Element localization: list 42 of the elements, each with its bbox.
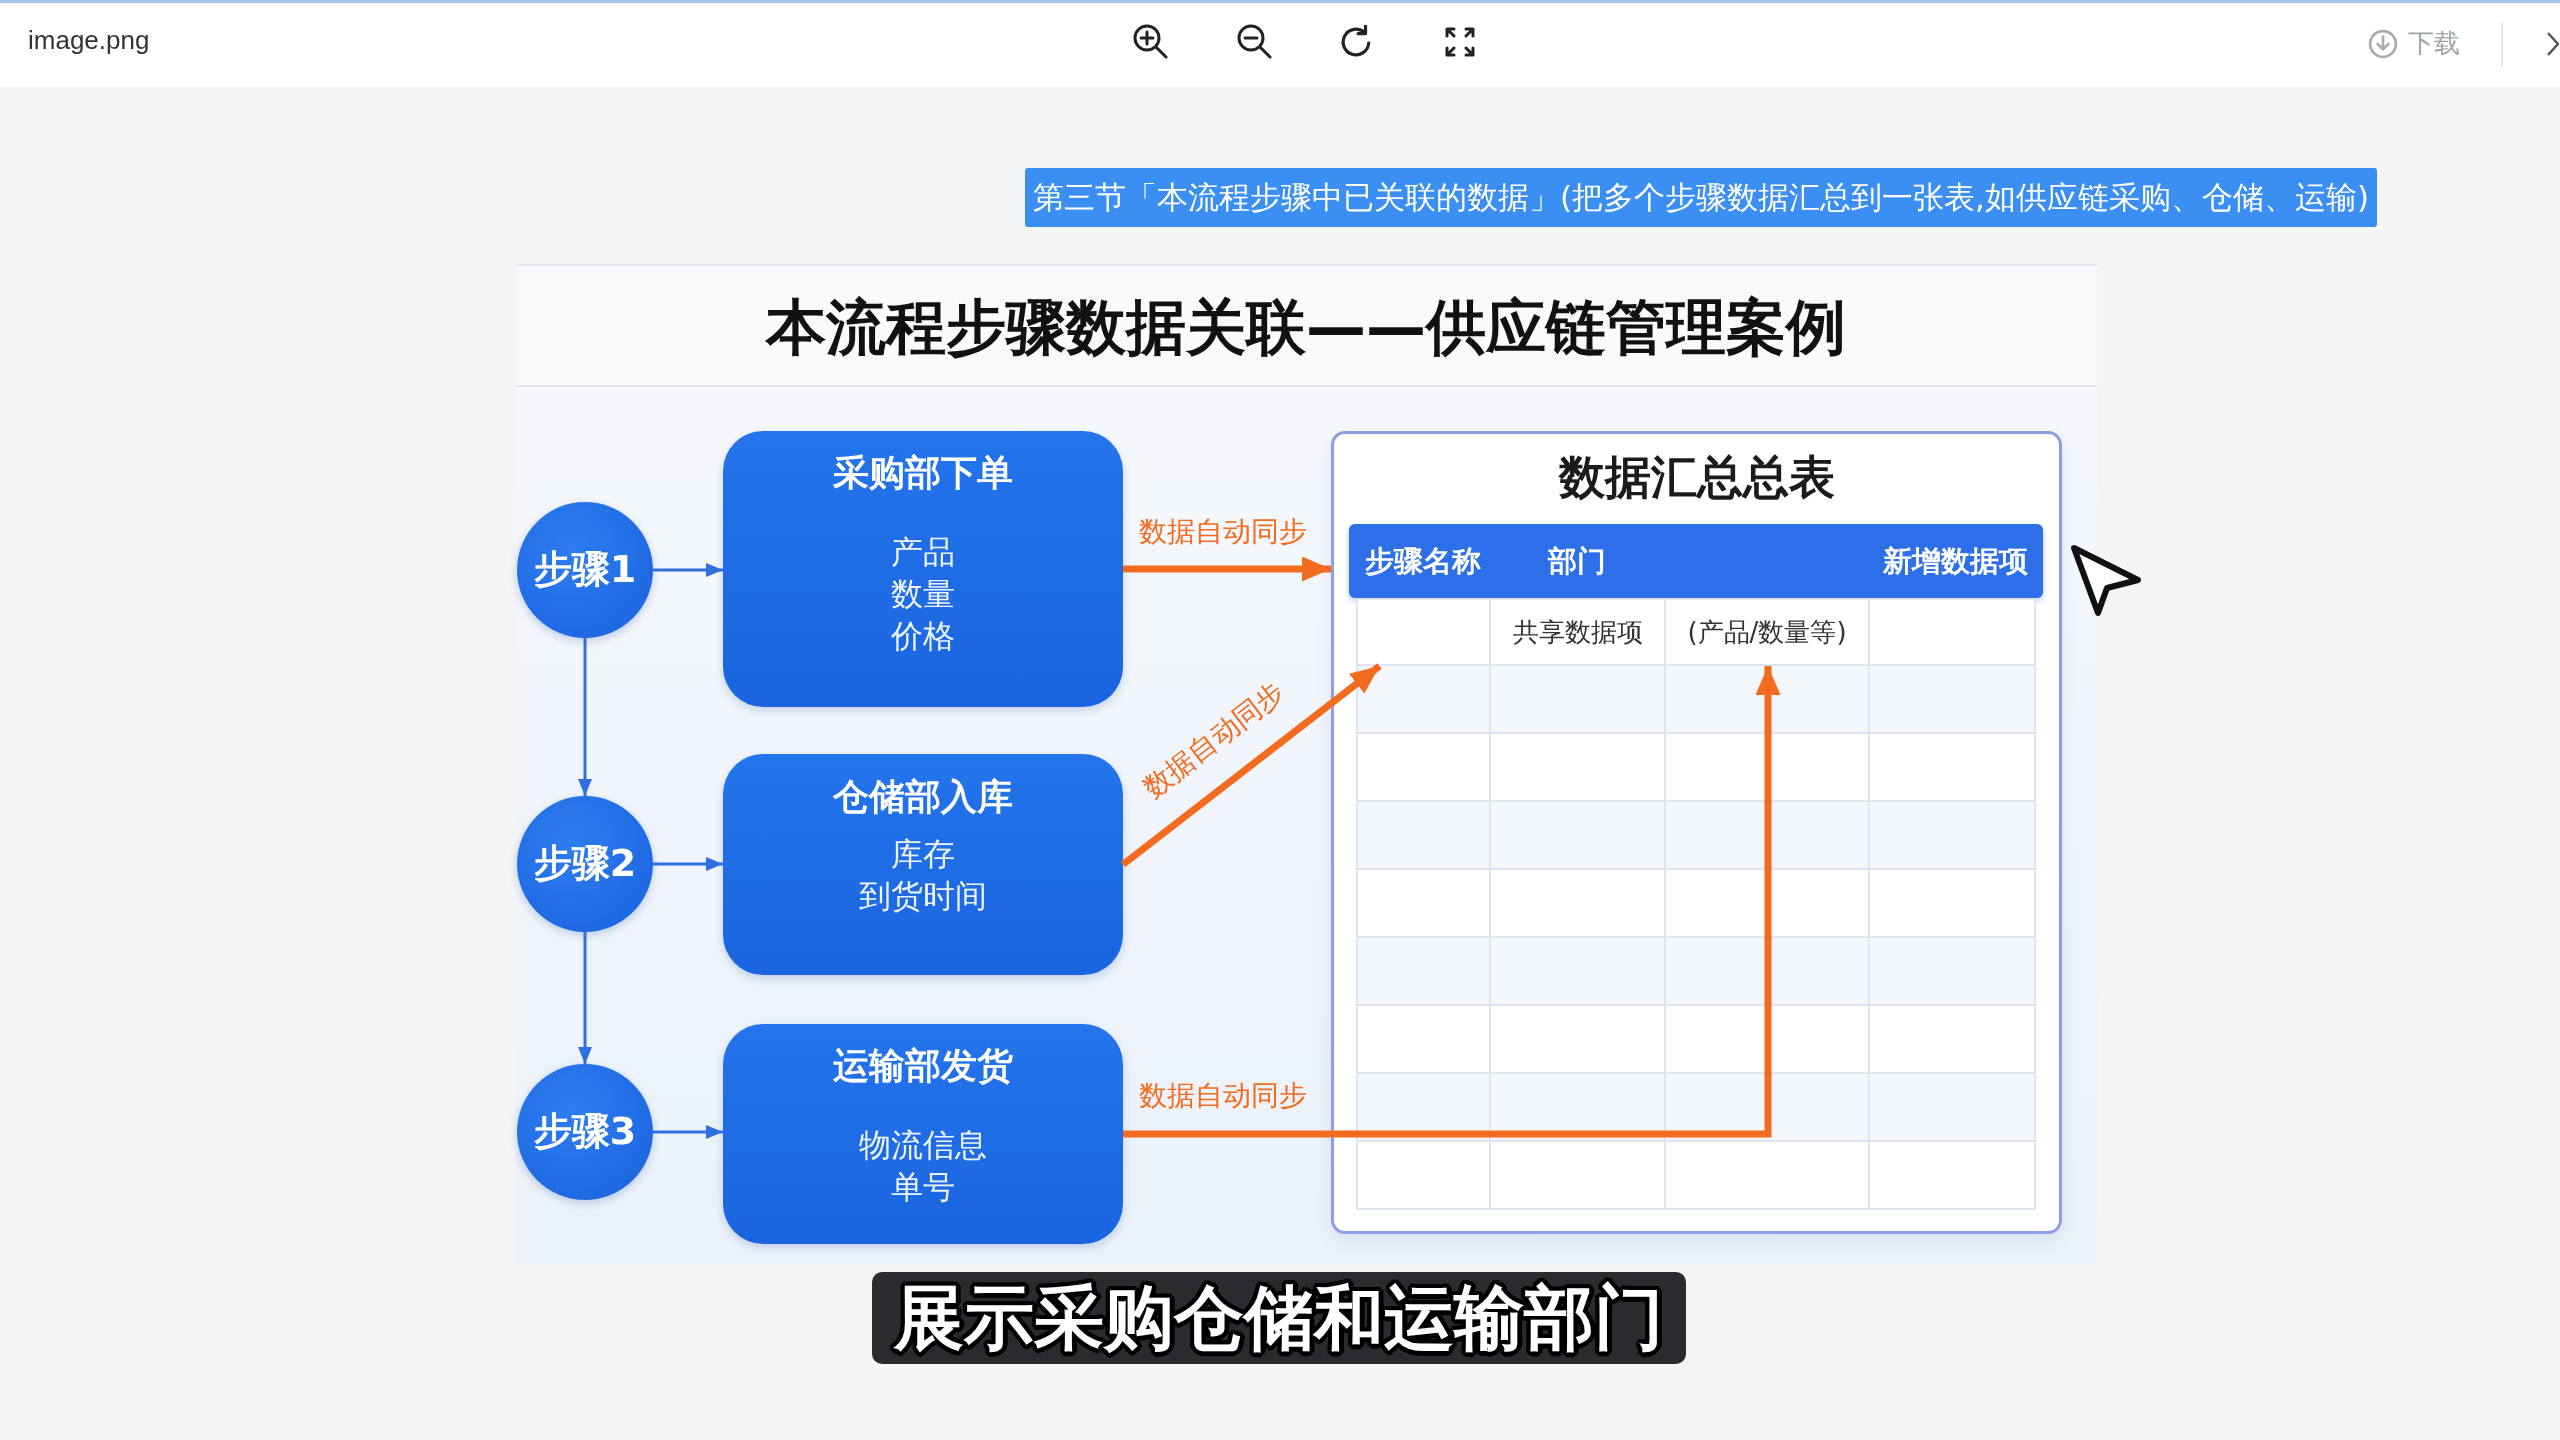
arrow [578, 932, 592, 1064]
arrow [653, 563, 723, 577]
edge-label: 数据自动同步 [1139, 1079, 1307, 1113]
arrow [653, 1125, 723, 1139]
table-cell [1666, 598, 1870, 666]
table-title: 数据汇总总表 [1558, 450, 1835, 506]
list-item: 价格 [891, 616, 955, 656]
column-header: 步骤名称 [1365, 543, 1481, 579]
step-label: 步骤3 [533, 1109, 637, 1155]
list-item: 到货时间 [859, 876, 987, 916]
arrow [1123, 557, 1331, 581]
process-box [723, 754, 1123, 975]
process-box [723, 431, 1123, 707]
arrow [578, 638, 592, 796]
table-panel [1331, 431, 2062, 1234]
box-title: 运输部发货 [833, 1044, 1013, 1088]
header-row [1349, 524, 2043, 598]
box-title: 采购部下单 [833, 451, 1013, 495]
step-label: 步骤1 [533, 547, 637, 593]
list-item: 数量 [891, 574, 955, 614]
table-cell [1356, 598, 1491, 666]
arrow [653, 857, 723, 871]
cell-text: 共享数据项 [1512, 617, 1643, 649]
column-header: 新增数据项 [1883, 543, 2028, 579]
file-name: image.png [28, 25, 150, 57]
download-label: 下载 [2408, 28, 2460, 60]
subtitle-text: 展示采购仓储和运输部门 [872, 1272, 1686, 1364]
cell-text: (产品/数量等) [1687, 617, 1847, 649]
arrow [1120, 663, 1382, 868]
list-item: 产品 [891, 532, 955, 572]
caption-banner: 第三节「本流程步骤中已关联的数据」(把多个步骤数据汇总到一张表,如供应链采购、仓储、运输) [1024, 168, 2377, 227]
edge-label: 数据自动同步 [1137, 675, 1291, 805]
box-title: 仓储部入库 [833, 775, 1013, 819]
list-item: 库存 [891, 834, 955, 874]
list-item: 物流信息 [859, 1125, 987, 1165]
diagram-title: 本流程步骤数据关联——供应链管理案例 [766, 291, 1846, 363]
process-box [723, 1024, 1123, 1244]
list-item: 单号 [891, 1167, 955, 1207]
edge-label: 数据自动同步 [1139, 515, 1307, 549]
column-header: 部门 [1548, 543, 1606, 579]
step-label: 步骤2 [533, 841, 637, 887]
arrow [1123, 666, 1780, 1138]
